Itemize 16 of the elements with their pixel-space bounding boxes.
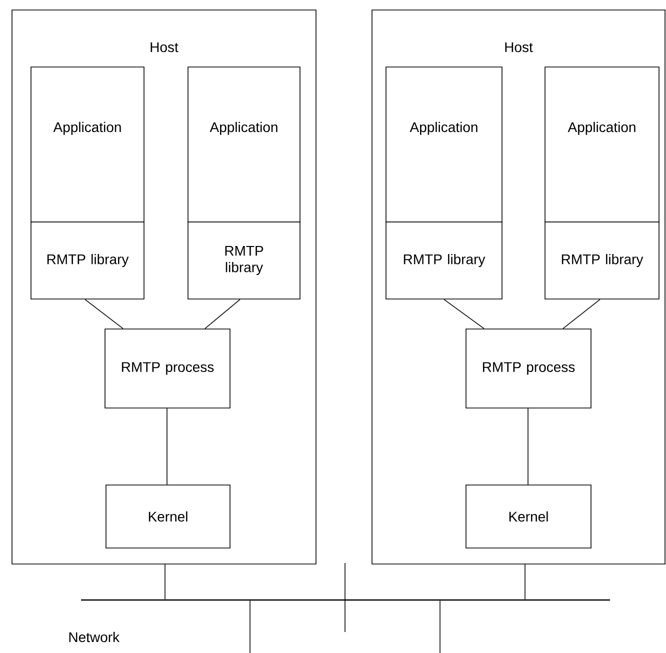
connector-line <box>166 408 168 485</box>
connector-line <box>164 564 166 600</box>
connector-line <box>524 564 526 600</box>
library-box: RMTP library <box>188 222 300 300</box>
process-box: RMTP process <box>104 328 230 408</box>
connector-line <box>562 299 600 329</box>
library-box: RMTP library <box>30 222 144 300</box>
kernel-box: Kernel <box>106 484 230 548</box>
connector-line <box>444 299 484 329</box>
library-box: RMTP library <box>386 222 502 300</box>
connector-line <box>204 299 240 329</box>
kernel-box: Kernel <box>466 484 592 548</box>
library-box: RMTP library <box>544 222 660 300</box>
network-label: Network <box>69 632 120 642</box>
connector-line <box>84 299 124 329</box>
process-box: RMTP process <box>466 328 592 408</box>
